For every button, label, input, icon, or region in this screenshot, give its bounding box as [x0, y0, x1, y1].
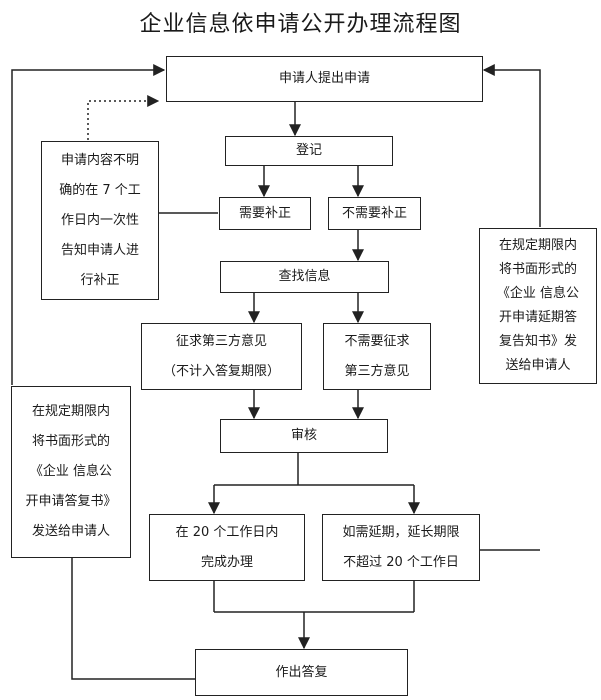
register-box: 登记 — [225, 136, 393, 166]
within-20-days-label: 在 20 个工作日内 完成办理 — [175, 524, 279, 570]
extension-label: 如需延期，延长期限 不超过 20 个工作日 — [342, 524, 460, 570]
reply-box: 作出答复 — [195, 649, 408, 696]
left-note-label: 在规定期限内 将书面形式的 《企业 信息公 开申请答复书》 发送给申请人 — [25, 404, 117, 539]
supplement-note-label: 申请内容不明 确的在 7 个工 作日内一次性 告知申请人进 行补正 — [59, 152, 141, 288]
supplement-note-box: 申请内容不明 确的在 7 个工 作日内一次性 告知申请人进 行补正 — [41, 141, 159, 300]
need-supplement-box: 需要补正 — [219, 197, 311, 230]
review-box: 审核 — [220, 419, 388, 453]
dotted-arrow-note-to-applicant — [87, 95, 160, 140]
right-note-label: 在规定期限内 将书面形式的 《企业 信息公 开申请延期答 复告知书》发 送给申请… — [496, 238, 580, 373]
applicant-box: 申请人提出申请 — [166, 56, 483, 102]
third-party-box: 征求第三方意见 （不计入答复期限） — [141, 323, 302, 390]
arrow-right-note-to-applicant — [482, 64, 541, 227]
third-party-label: 征求第三方意见 （不计入答复期限） — [162, 333, 280, 379]
no-third-party-label: 不需要征求 第三方意见 — [344, 333, 410, 379]
line-reply-to-left-note — [71, 557, 196, 680]
right-note-box: 在规定期限内 将书面形式的 《企业 信息公 开申请延期答 复告知书》发 送给申请… — [479, 228, 597, 384]
extension-box: 如需延期，延长期限 不超过 20 个工作日 — [322, 514, 480, 581]
no-supplement-label: 不需要补正 — [341, 205, 407, 221]
no-supplement-box: 不需要补正 — [328, 197, 421, 230]
need-supplement-label: 需要补正 — [238, 205, 291, 221]
applicant-label: 申请人提出申请 — [278, 71, 370, 86]
diagram-title: 企业信息依申请公开办理流程图 — [139, 12, 462, 37]
review-label: 审核 — [290, 428, 317, 443]
within-20-days-box: 在 20 个工作日内 完成办理 — [149, 514, 305, 581]
search-label: 查找信息 — [278, 269, 331, 284]
arrow-left-note-to-applicant — [11, 64, 166, 385]
no-third-party-box: 不需要征求 第三方意见 — [323, 323, 431, 390]
reply-label: 作出答复 — [275, 664, 328, 680]
search-box: 查找信息 — [220, 261, 389, 293]
register-label: 登记 — [295, 143, 322, 158]
left-note-box: 在规定期限内 将书面形式的 《企业 信息公 开申请答复书》 发送给申请人 — [11, 386, 131, 558]
